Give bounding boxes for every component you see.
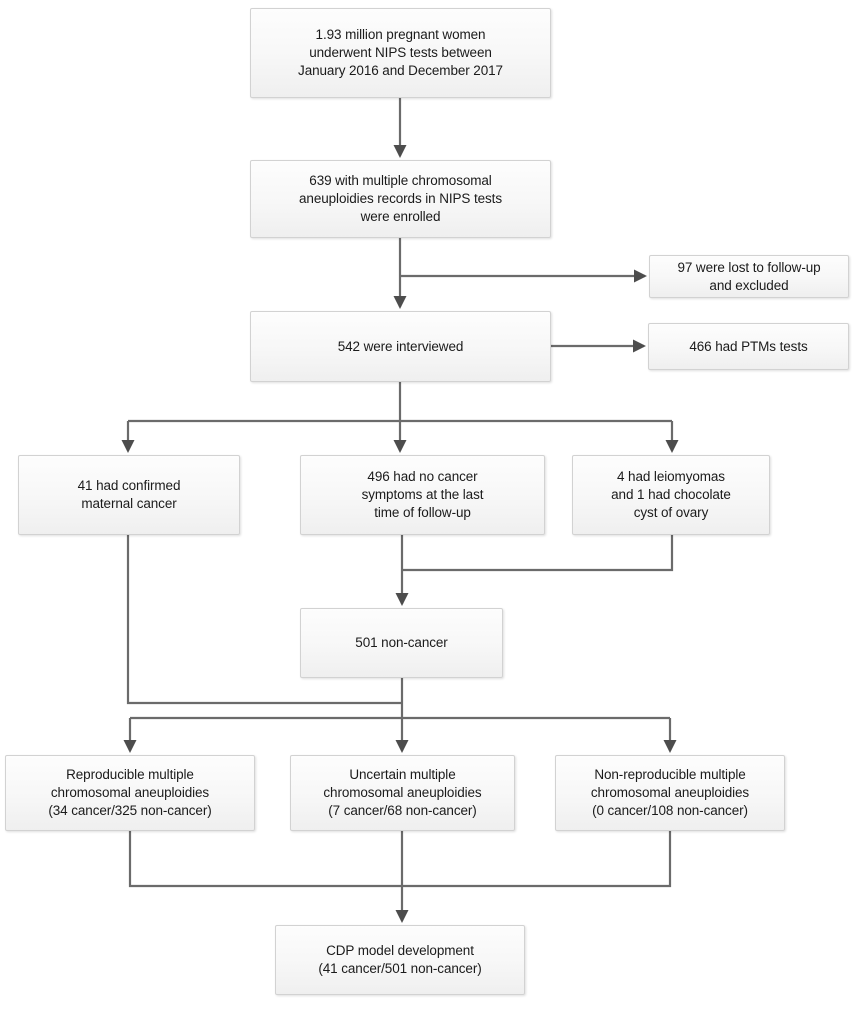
node-uncertain-mca: Uncertain multiple chromosomal aneuploid…	[290, 755, 515, 831]
node-no-cancer-symptoms: 496 had no cancer symptoms at the last t…	[300, 455, 545, 535]
node-enrolled: 639 with multiple chromosomal aneuploidi…	[250, 160, 551, 238]
node-benign-findings-label: 4 had leiomyomas and 1 had chocolate cys…	[611, 469, 731, 520]
node-interviewed: 542 were interviewed	[250, 311, 551, 382]
node-enrolled-label: 639 with multiple chromosomal aneuploidi…	[299, 173, 502, 224]
node-ptms-tests-label: 466 had PTMs tests	[689, 338, 808, 354]
node-reproducible-mca: Reproducible multiple chromosomal aneupl…	[5, 755, 255, 831]
node-reproducible-mca-label: Reproducible multiple chromosomal aneupl…	[48, 767, 212, 818]
node-cohort: 1.93 million pregnant women underwent NI…	[250, 8, 551, 98]
node-lost-to-follow-up: 97 were lost to follow-up and excluded	[649, 255, 849, 298]
node-cdp-model-label: CDP model development (41 cancer/501 non…	[318, 943, 482, 976]
node-interviewed-label: 542 were interviewed	[337, 338, 464, 354]
node-non-reproducible-mca: Non-reproducible multiple chromosomal an…	[555, 755, 785, 831]
node-benign-findings: 4 had leiomyomas and 1 had chocolate cys…	[572, 455, 770, 535]
node-lost-to-follow-up-label: 97 were lost to follow-up and excluded	[677, 259, 821, 293]
edge-reproducible-merge	[128, 830, 672, 888]
node-non-cancer-total-label: 501 non-cancer	[355, 635, 448, 651]
node-cohort-label: 1.93 million pregnant women underwent NI…	[298, 27, 503, 78]
node-non-cancer-total: 501 non-cancer	[300, 608, 503, 678]
node-cdp-model: CDP model development (41 cancer/501 non…	[275, 925, 525, 995]
node-confirmed-maternal-cancer-label: 41 had confirmed maternal cancer	[77, 478, 181, 511]
node-ptms-tests: 466 had PTMs tests	[648, 323, 849, 370]
node-confirmed-maternal-cancer: 41 had confirmed maternal cancer	[18, 455, 240, 535]
node-non-reproducible-mca-label: Non-reproducible multiple chromosomal an…	[590, 767, 750, 818]
node-uncertain-mca-label: Uncertain multiple chromosomal aneuploid…	[323, 767, 482, 818]
node-no-cancer-symptoms-label: 496 had no cancer symptoms at the last t…	[361, 469, 484, 520]
edge-benign-merge	[402, 535, 674, 572]
